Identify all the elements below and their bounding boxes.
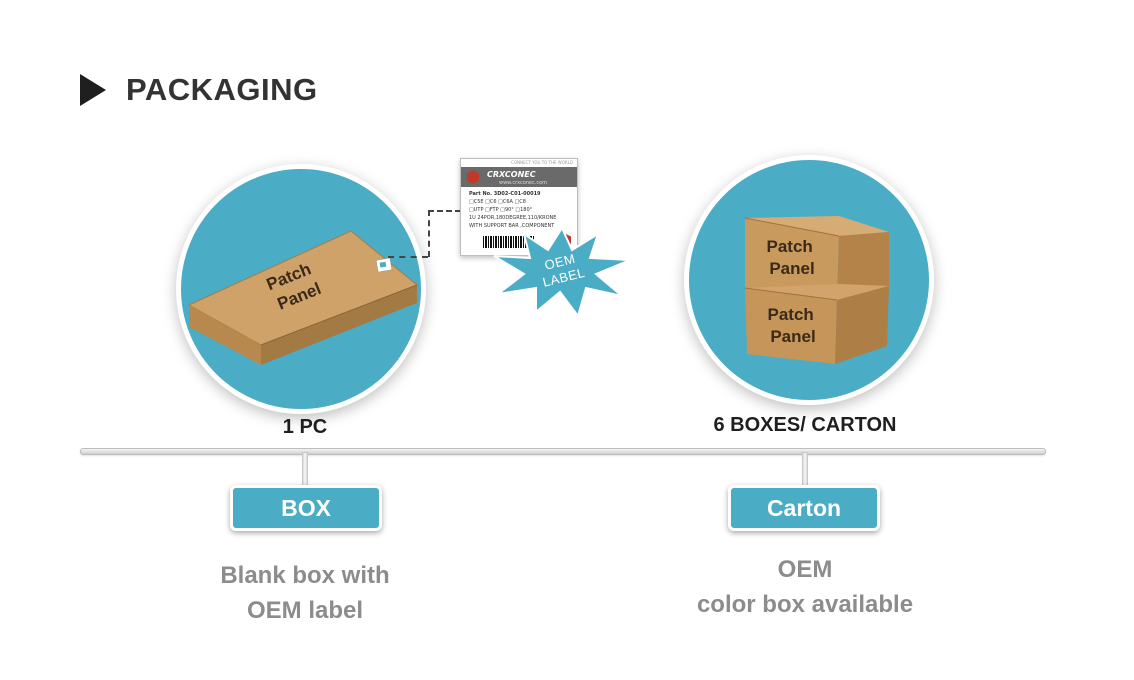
label-row: □UTP □FTP □90° □180° — [469, 207, 533, 213]
label-row: WITH SUPPORT BAR ,COMPONENT — [469, 223, 555, 229]
box-bottom-line2: Panel — [770, 327, 815, 346]
starburst-icon — [493, 225, 631, 319]
oem-label-burst: OEM LABEL — [490, 225, 634, 319]
carton-description-line2: color box available — [696, 591, 914, 618]
timeline-connector — [802, 452, 808, 488]
box-description-line2: OEM label — [246, 597, 364, 624]
box-top-text: Patch Panel — [766, 237, 817, 278]
oem-label-card: CONNECT YOU TO THE WORLD CRXCONEC www.cr… — [460, 158, 578, 256]
label-brand: CRXCONEC — [487, 170, 536, 179]
carton-description: OEM color box available — [680, 552, 930, 622]
barcode-icon — [483, 236, 535, 248]
carton-image-circle: Patch Panel Patch Panel — [684, 155, 934, 405]
label-row: □C5E □C6 □C6A □C8 — [469, 199, 526, 205]
box-description: Blank box with OEM label — [190, 558, 420, 628]
label-row: 1U 24POR,180DEGREE,110/KRONE — [469, 215, 557, 221]
box-top-line1: Patch — [766, 237, 812, 256]
single-box-illustration: Patch Panel — [187, 230, 418, 365]
stacked-boxes-illustration: Patch Panel Patch Panel — [744, 216, 889, 364]
box-image-circle: Patch Panel — [176, 164, 426, 414]
box-top-line2: Panel — [769, 259, 814, 278]
label-connector-line — [428, 210, 430, 257]
label-website: www.crxconec.com — [499, 180, 548, 186]
box-bottom-line1: Patch — [767, 305, 813, 324]
brand-logo-icon — [467, 170, 479, 184]
carton-description-line1: OEM — [777, 556, 833, 583]
label-part-no: Part No. 3D02-C01-00019 — [469, 191, 541, 197]
label-brand-band: CRXCONEC www.crxconec.com — [461, 167, 577, 187]
box-bottom-text: Patch Panel — [767, 305, 818, 346]
label-connector-line — [428, 210, 461, 212]
timeline-bar — [80, 448, 1046, 455]
timeline-connector — [302, 452, 308, 488]
section-header: PACKAGING — [80, 72, 318, 108]
box-pill: BOX — [230, 485, 382, 531]
label-connector-line — [388, 256, 428, 258]
box-description-line1: Blank box with — [220, 562, 390, 589]
label-tagline: CONNECT YOU TO THE WORLD — [511, 160, 573, 165]
box-quantity-caption: 1 PC — [282, 416, 328, 438]
carton-pill: Carton — [728, 485, 880, 531]
carton-quantity-caption: 6 BOXES/ CARTON — [713, 414, 897, 436]
page-title: PACKAGING — [126, 72, 318, 107]
play-triangle-icon — [80, 74, 106, 106]
